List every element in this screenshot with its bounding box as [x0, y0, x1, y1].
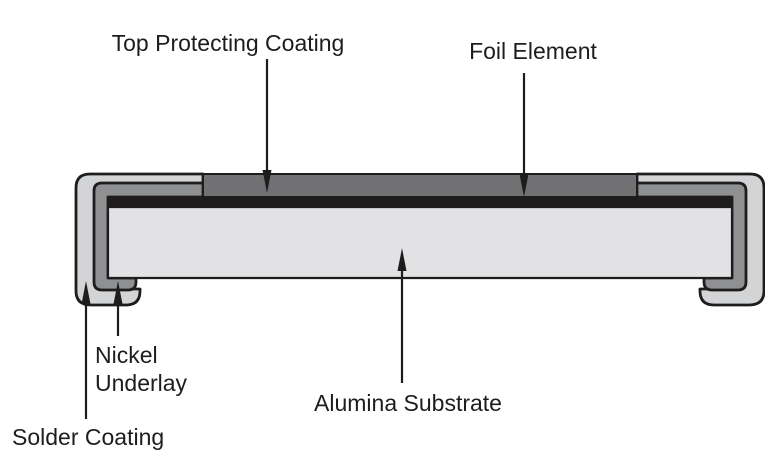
nickel-underlay-left [92, 181, 205, 292]
arrow-alumina-substrate [397, 248, 407, 383]
label-top-protecting-coating: Top Protecting Coating [112, 30, 345, 56]
label-foil-element: Foil Element [469, 38, 597, 64]
nickel-underlay-right [635, 181, 748, 292]
arrow-top-protecting-coating [262, 59, 272, 193]
label-nickel-underlay-line1: Nickel [95, 342, 158, 368]
arrowhead [81, 281, 91, 304]
arrowhead [397, 248, 407, 271]
arrowhead [519, 174, 529, 197]
arrowhead [262, 170, 272, 193]
label-nickel-underlay-line2: Underlay [95, 370, 188, 396]
top-protecting-coating-layer [202, 173, 638, 198]
alumina-substrate-body [106, 205, 734, 280]
arrow-solder-coating [81, 281, 91, 419]
foil-element-layer [107, 196, 733, 207]
label-alumina-substrate: Alumina Substrate [314, 390, 502, 416]
arrow-foil-element [519, 73, 529, 197]
arrowhead [113, 281, 123, 304]
label-solder-coating: Solder Coating [12, 424, 164, 450]
arrow-nickel-underlay [113, 281, 123, 336]
